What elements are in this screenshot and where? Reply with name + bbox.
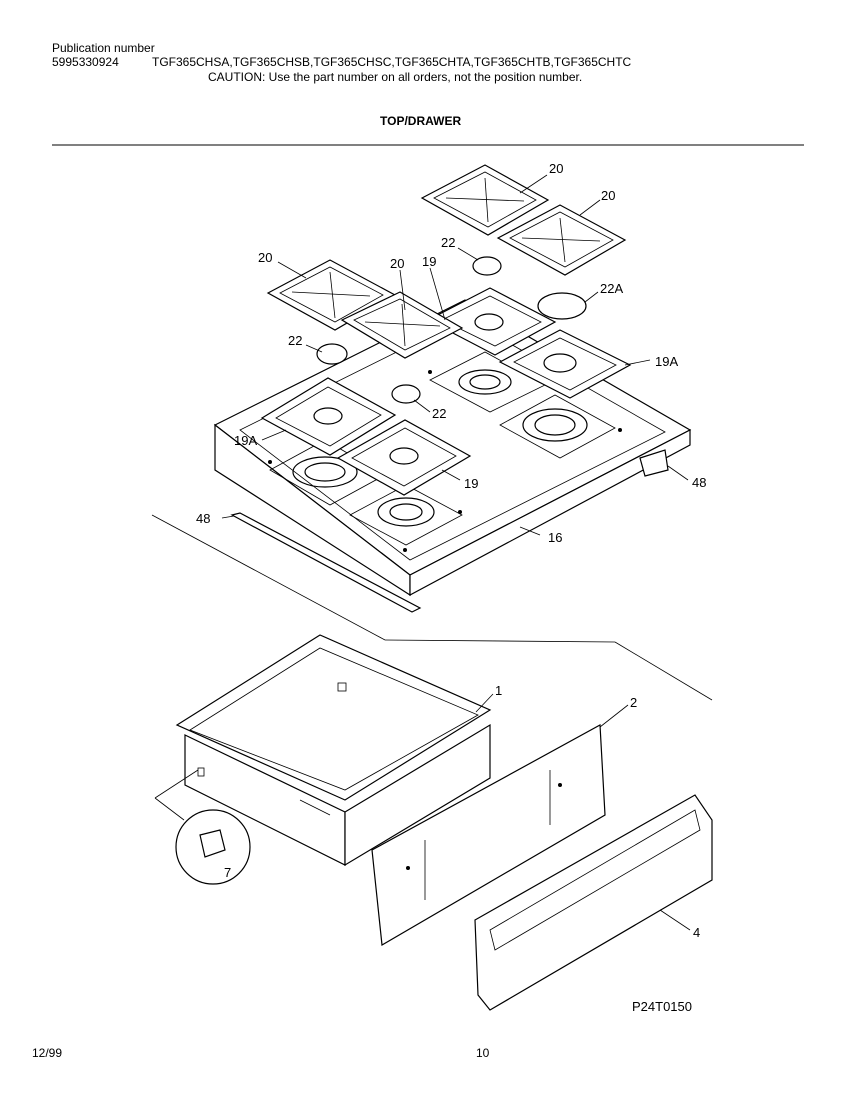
publication-label: Publication number [52,41,155,55]
callout-drawer-body: 1 [495,683,502,698]
callout-drawer-panel: 2 [630,695,637,710]
callout-grate-right: 20 [601,188,615,203]
callout-grate-left: 20 [258,250,272,265]
drawer-handle-panel [474,794,713,1011]
model-list: TGF365CHSA,TGF365CHSB,TGF365CHSC,TGF365C… [152,55,632,69]
callout-cap-back: 22 [441,235,455,250]
callout-grate-top: 20 [549,161,563,176]
drawer-front-panel [371,724,606,946]
figure-id: P24T0150 [632,999,692,1014]
callout-roller: 7 [224,865,231,880]
drawer-body [175,634,492,867]
callout-plate-right-a: 19A [655,354,678,369]
callout-plate-left-a: 19A [234,433,257,448]
burner-plates [260,287,632,496]
burner-grates [266,164,627,359]
callout-cap-front: 22 [432,406,446,421]
callout-drawer-handle: 4 [693,925,700,940]
burner-caps [316,256,587,404]
callout-plate-front: 19 [464,476,478,491]
side-trims [230,449,669,613]
revision-date: 12/99 [32,1046,63,1060]
callout-cap-large: 22A [600,281,623,296]
leader-lines [221,174,691,931]
roller-detail [154,769,251,885]
callout-trim-left: 48 [196,511,210,526]
callout-cap-left: 22 [288,333,302,348]
page-number: 10 [476,1046,490,1060]
callout-trim-right: 48 [692,475,706,490]
publication-number: 5995330924 [52,55,119,69]
callout-grate-middle: 20 [390,256,404,271]
callout-labels: 20 20 20 20 22 22 22 22A 19 19 19A 19A 4… [196,161,706,940]
caution-note: CAUTION: Use the part number on all orde… [208,70,583,84]
callout-cooktop: 16 [548,530,562,545]
callout-plate-back: 19 [422,254,436,269]
section-title: TOP/DRAWER [380,114,462,128]
